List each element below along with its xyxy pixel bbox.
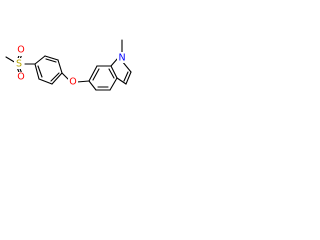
bond-phenyl-ether — [61, 72, 70, 81]
atom-oxygen-ether: O — [69, 77, 76, 88]
atom-oxygen-sulfonyl-bottom: O — [17, 72, 24, 83]
phenyl-ring — [34, 55, 63, 85]
molecule-structure: S O O O N — [5, 39, 132, 91]
bond-ether-indole — [76, 80, 90, 83]
bond-lines — [5, 39, 132, 91]
atom-labels: S O O O N — [14, 45, 127, 88]
indole-benzene-ring — [88, 65, 118, 91]
atom-oxygen-sulfonyl-top: O — [17, 45, 24, 56]
atom-nitrogen-indole: N — [118, 53, 125, 64]
atom-sulfur: S — [16, 59, 22, 70]
